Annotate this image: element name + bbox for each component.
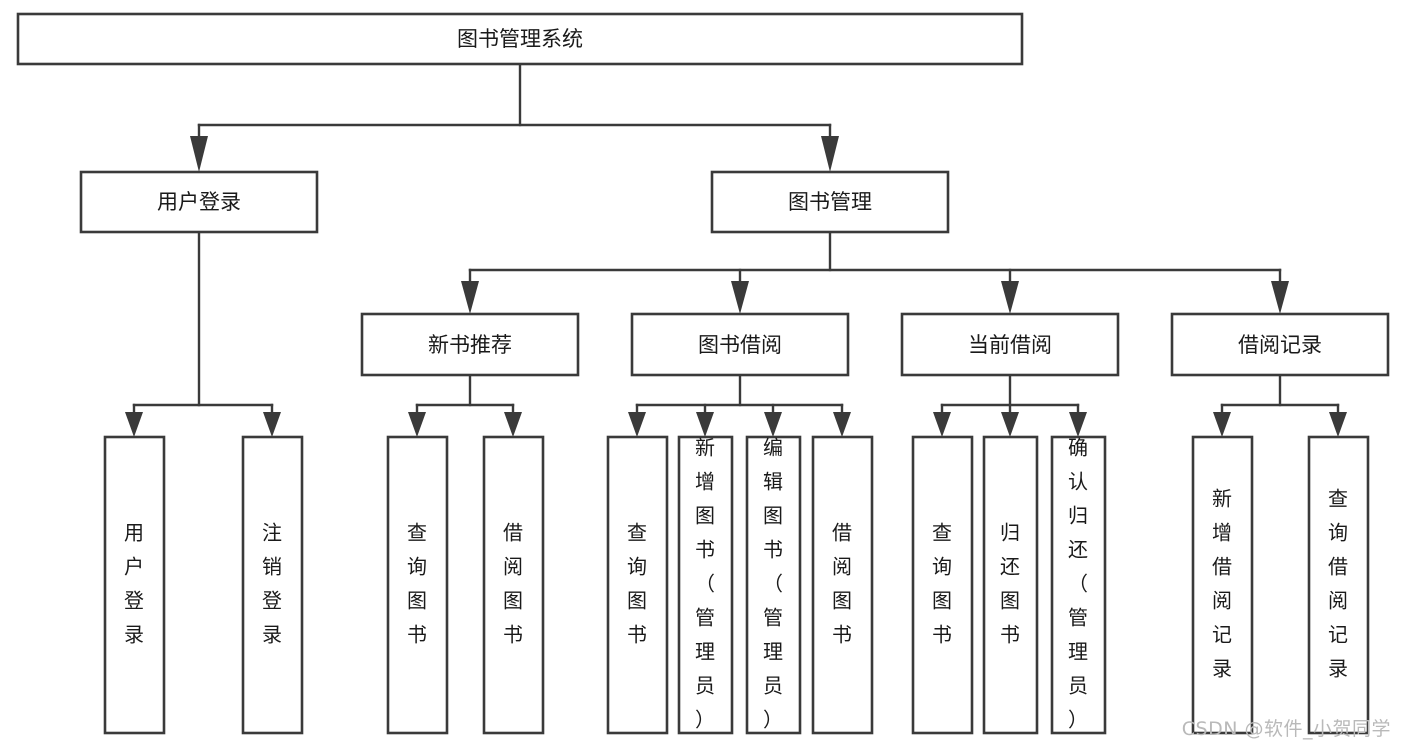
- node-user-login[interactable]: 用户登录: [79, 170, 319, 234]
- node-label: 借阅记录: [1238, 333, 1322, 357]
- leaf-new-book-borrow[interactable]: 借阅图书: [482, 435, 545, 735]
- leaf-current-borrow-confirm-return[interactable]: 确认归还（管理员）: [1050, 435, 1107, 735]
- node-label: 图书管理: [788, 190, 872, 214]
- arrow-head-leaf-1: [125, 412, 143, 437]
- node-book-management[interactable]: 图书管理: [710, 170, 950, 234]
- leaf-label: 注销登录: [262, 521, 282, 647]
- node-box: [1307, 435, 1370, 735]
- node-box: [103, 435, 166, 735]
- node-box: [16, 12, 1024, 66]
- node-borrow-record[interactable]: 借阅记录: [1170, 312, 1390, 377]
- leaf-book-borrow-edit[interactable]: 编辑图书（管理员）: [745, 435, 802, 735]
- arrow-head-leaf-3: [1069, 412, 1087, 437]
- node-box: [79, 170, 319, 234]
- leaf-label: 查询图书: [932, 521, 952, 647]
- node-book-borrow[interactable]: 图书借阅: [630, 312, 850, 377]
- leaf-label: 新增借阅记录: [1212, 487, 1232, 681]
- node-box: [1191, 435, 1254, 735]
- arrow-head-book-manage: [821, 136, 839, 172]
- node-label: 图书管理系统: [457, 27, 583, 51]
- node-box: [1050, 435, 1107, 735]
- arrow-head-leaf-1: [1213, 412, 1231, 437]
- leaf-book-borrow-borrow[interactable]: 借阅图书: [811, 435, 874, 735]
- leaf-borrow-record-query[interactable]: 查询借阅记录: [1307, 435, 1370, 735]
- arrow-head-leaf-2: [1329, 412, 1347, 437]
- connector-userlogin-to-leaves: [125, 230, 281, 437]
- connector-currentborrow-to-leaves: [933, 373, 1087, 437]
- node-box: [1170, 312, 1390, 377]
- leaf-current-borrow-query[interactable]: 查询图书: [911, 435, 974, 735]
- leaf-new-book-query[interactable]: 查询图书: [386, 435, 449, 735]
- arrow-head-leaf-1: [408, 412, 426, 437]
- arrow-head-leaf-2: [1001, 412, 1019, 437]
- leaf-label: 查询图书: [407, 521, 427, 647]
- node-box: [911, 435, 974, 735]
- arrow-head-leaf-2: [504, 412, 522, 437]
- node-label: 用户登录: [157, 190, 241, 214]
- leaf-user-login-logout[interactable]: 注销登录: [241, 435, 304, 735]
- leaf-user-login-login[interactable]: 用户登录: [103, 435, 166, 735]
- connector-bookborrow-to-leaves: [628, 373, 851, 437]
- arrow-head-leaf-4: [833, 412, 851, 437]
- leaf-label: 用户登录: [124, 521, 144, 647]
- arrow-head-leaf-2: [696, 412, 714, 437]
- node-root-book-management-system[interactable]: 图书管理系统: [16, 12, 1024, 66]
- arrow-head-leaf-1: [628, 412, 646, 437]
- leaf-label: 查询借阅记录: [1328, 487, 1348, 681]
- node-box: [900, 312, 1120, 377]
- node-box: [241, 435, 304, 735]
- leaf-label: 编辑图书（管理员）: [763, 436, 783, 732]
- arrow-head-new-book: [461, 281, 479, 314]
- arrow-head-user-login: [190, 136, 208, 172]
- node-label: 图书借阅: [698, 333, 782, 357]
- leaf-book-borrow-query[interactable]: 查询图书: [606, 435, 669, 735]
- node-box: [386, 435, 449, 735]
- arrow-head-book-borrow: [731, 281, 749, 314]
- node-box: [811, 435, 874, 735]
- node-label: 新书推荐: [428, 333, 512, 357]
- node-box: [360, 312, 580, 377]
- node-box: [710, 170, 950, 234]
- arrow-head-current-borrow: [1001, 281, 1019, 314]
- node-box: [482, 435, 545, 735]
- leaf-label: 归还图书: [1000, 521, 1020, 647]
- connector-borrowrecord-to-leaves: [1213, 373, 1347, 437]
- arrow-head-leaf-2: [263, 412, 281, 437]
- node-box: [982, 435, 1039, 735]
- leaf-label: 借阅图书: [832, 521, 852, 647]
- leaf-label: 新增图书（管理员）: [695, 436, 715, 732]
- arrow-head-leaf-3: [764, 412, 782, 437]
- node-box: [606, 435, 669, 735]
- leaf-label: 确认归还（管理员）: [1068, 436, 1088, 732]
- node-new-book-recommend[interactable]: 新书推荐: [360, 312, 580, 377]
- node-current-borrow[interactable]: 当前借阅: [900, 312, 1120, 377]
- node-label: 当前借阅: [968, 333, 1052, 357]
- node-box: [630, 312, 850, 377]
- node-box: [745, 435, 802, 735]
- leaf-label: 借阅图书: [503, 521, 523, 647]
- leaf-book-borrow-add[interactable]: 新增图书（管理员）: [677, 435, 734, 735]
- arrow-head-leaf-1: [933, 412, 951, 437]
- leaf-label: 查询图书: [627, 521, 647, 647]
- connector-root-to-level2: [190, 62, 839, 172]
- node-box: [677, 435, 734, 735]
- connector-bookmanage-to-level3: [461, 230, 1289, 314]
- leaf-borrow-record-add[interactable]: 新增借阅记录: [1191, 435, 1254, 735]
- leaf-current-borrow-return[interactable]: 归还图书: [982, 435, 1039, 735]
- connector-newbook-to-leaves: [408, 373, 522, 437]
- arrow-head-borrow-record: [1271, 281, 1289, 314]
